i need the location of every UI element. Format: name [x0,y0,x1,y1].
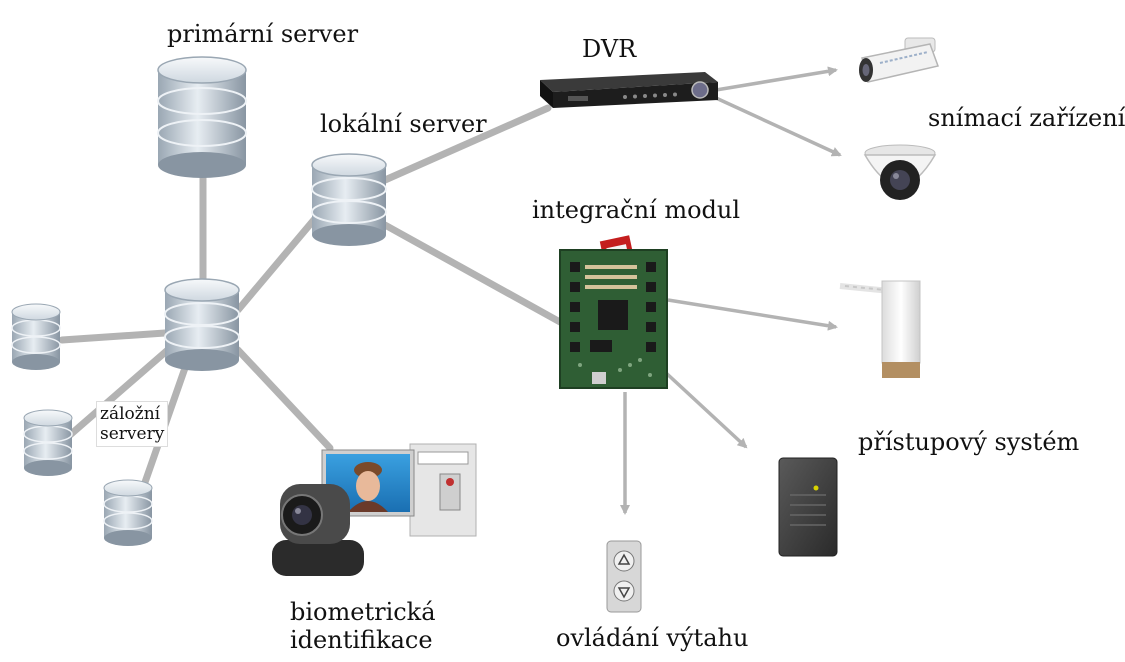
link-local-to-dvr [381,104,552,184]
backup-server-2-database-icon [23,409,73,476]
link-local-to-module [381,221,564,326]
backup-server-1-database-icon [11,303,61,370]
arrow-module-to-card-reader [663,370,748,449]
link-hub-to-local [234,211,322,314]
label-biometric-identification: biometrická identifikace [290,598,436,654]
ptz-camera-icon [272,443,477,576]
bullet-camera-icon [859,37,939,83]
label-local-server: lokální server [320,110,487,138]
label-backup-servers: záložní servery [96,401,169,447]
label-primary-server: primární server [167,20,359,48]
label-dvr: DVR [582,35,637,63]
label-access-system: přístupový systém [858,428,1080,456]
arrows [620,66,842,515]
arrow-module-to-barrier [667,298,838,331]
link-hub-to-backup1 [58,329,169,344]
card-reader-icon [778,457,838,557]
dvr-recorder-icon [540,72,718,108]
link-hub-to-biometric [234,346,334,452]
label-biometric-line2: identifikace [290,626,433,654]
label-elevator-control: ovládání výtahu [556,624,749,652]
label-backup-servers-line2: servery [100,424,165,444]
label-backup-servers-line1: záložní [100,404,161,424]
arrow-dvr-to-dome-camera [715,96,842,157]
barrier-gate-icon [839,280,921,378]
link-hub-to-backup2 [66,344,174,439]
circuit-board-icon [559,235,668,389]
label-biometric-line1: biometrická [290,598,436,626]
primary-server-database-icon [157,56,247,178]
dome-camera-icon [863,144,937,200]
backup-server-3-database-icon [103,479,153,546]
arrow-dvr-to-bullet-camera [715,66,838,92]
label-capture-devices: snímací zařízení [928,104,1125,132]
hub-server-database-icon [164,278,240,371]
elevator-button-icon [606,540,642,613]
label-integration-module: integrační modul [532,196,741,224]
local-server-database-icon [311,153,387,246]
